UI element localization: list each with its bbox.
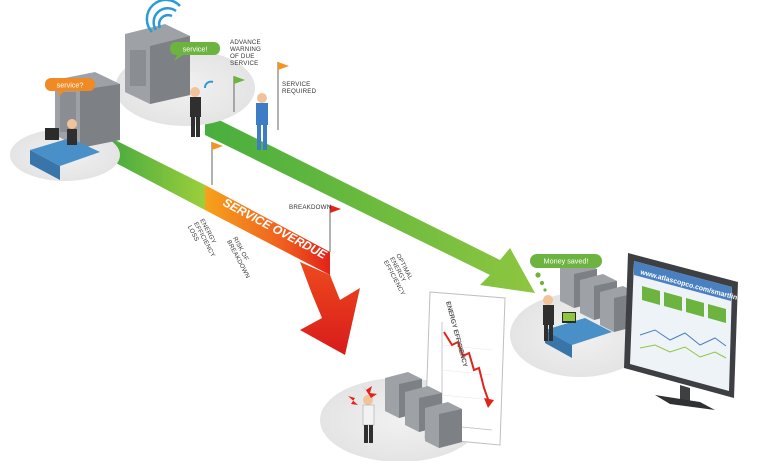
- flag-overdue: [211, 142, 223, 185]
- smartlink-monitor: www.atlascopco.com/smartlink: [624, 253, 742, 410]
- wifi-icon: [145, 0, 181, 33]
- desk-monitor: [45, 128, 59, 140]
- optimal-green-arrow: [205, 113, 535, 293]
- monitor-graph-line: [639, 329, 727, 347]
- label-breakdown: BREAKDOWN: [289, 204, 331, 211]
- monitor-base: [655, 395, 715, 410]
- compressor-top: [125, 24, 190, 104]
- label-service-required: SERVICE REQUIRED: [282, 81, 317, 95]
- label-service-required-line1: SERVICE: [282, 81, 310, 88]
- broken-compressors: [385, 372, 462, 448]
- label-advance-warning-line4: SERVICE: [230, 60, 258, 67]
- operator-desk: [30, 119, 100, 180]
- bubble-service-exclaim: service!: [170, 42, 220, 61]
- energy-efficiency-trend-line: [443, 331, 490, 403]
- monitor-tile-3: [686, 298, 704, 317]
- upper-green-path: [95, 130, 205, 210]
- monitor-tile-4: [708, 304, 726, 323]
- breakdown-red-arrow: [300, 262, 360, 355]
- flag-advance-warning: [233, 76, 245, 112]
- alarm-burst-icon: [348, 384, 377, 405]
- relaxed-manager: [543, 295, 554, 341]
- bubble-service-exclaim-text: service!: [183, 45, 208, 54]
- monitor-graph-line-2: [639, 344, 727, 359]
- label-service-required-line2: REQUIRED: [282, 88, 317, 95]
- bubble-service-question-text: service?: [57, 81, 84, 90]
- flag-breakdown: [329, 205, 341, 252]
- label-advance-warning: ADVANCE WARNING OF DUE SERVICE: [230, 39, 261, 67]
- label-risk-of-breakdown: RISK OF BREAKDOWN: [225, 236, 251, 280]
- service-engineer: [256, 93, 268, 150]
- thought-dots-icon: [535, 272, 547, 292]
- label-advance-warning-line2: WARNING: [230, 46, 261, 53]
- monitor-tile-2: [664, 292, 682, 311]
- bubble-money-saved-text: Money saved!: [544, 257, 589, 266]
- flag-service-required: [277, 62, 289, 130]
- operator-head: [67, 119, 77, 129]
- service-overdue-path: SERVICE OVERDUE: [205, 185, 330, 275]
- bubble-service-question: service?: [45, 78, 95, 97]
- bubble-money-saved: Money saved!: [530, 254, 602, 268]
- operator-body: [67, 129, 77, 145]
- monitor-tile-1: [642, 286, 660, 305]
- label-advance-warning-line3: OF DUE: [230, 53, 255, 60]
- label-energy-efficiency-loss: ENERGY EFFICIENCY LOSS: [186, 218, 217, 259]
- label-advance-warning-line1: ADVANCE: [230, 39, 261, 46]
- trend-arrow-head: [484, 398, 494, 408]
- technician-phone: [190, 80, 214, 137]
- label-optimal-energy-efficiency: OPTIMAL ENERGY EFFICIENCY: [382, 253, 414, 297]
- stressed-worker: [362, 395, 375, 443]
